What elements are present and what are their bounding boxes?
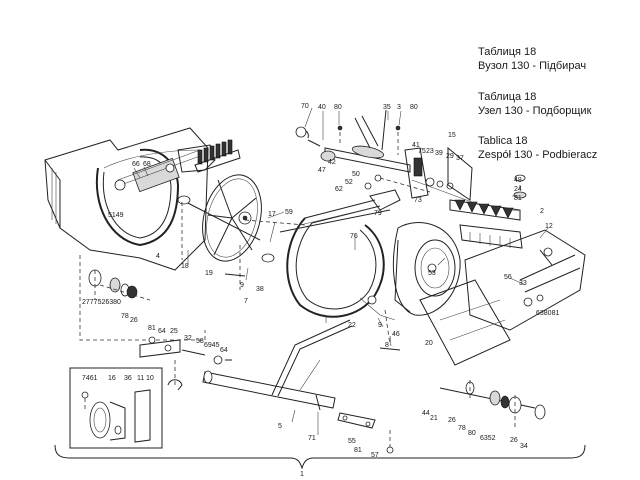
callout-9: 9 — [378, 322, 382, 329]
callout-64: 64 — [158, 328, 166, 335]
callout-40: 40 — [318, 104, 326, 111]
callout-44: 44 — [422, 410, 430, 417]
title-block-polish: Tablica 18 Zespół 130 - Podbieracz — [478, 134, 597, 162]
callout-8: 8 — [385, 342, 389, 349]
callout-68: 68 — [143, 161, 151, 168]
callout-48: 48 — [514, 177, 522, 184]
upper-shaft-parts — [295, 109, 481, 206]
callout-1: 1 — [300, 471, 304, 478]
callout-58: 58 — [196, 338, 204, 345]
callout-53: 53 — [428, 270, 436, 277]
callout-36: 36 — [124, 375, 132, 382]
disc-19 — [202, 174, 306, 290]
title-table-ua: Таблиця 18 — [478, 46, 537, 58]
callout-26: 26 — [130, 317, 138, 324]
callout-9: 9 — [240, 282, 244, 289]
title-assembly-ru: Узел 130 - Подборщик — [478, 105, 592, 117]
callout-34: 34 — [520, 443, 528, 450]
callout-18: 18 — [181, 263, 189, 270]
callout-5149: 5149 — [108, 212, 124, 219]
callout-47: 47 — [318, 167, 326, 174]
callout-46: 46 — [392, 331, 400, 338]
callout-75: 75 — [418, 148, 426, 155]
right-shaft-parts — [439, 380, 546, 430]
callout-10: 10 — [146, 375, 154, 382]
part-callouts: 40 80 35 3 80 70 42 47 50 52 62 41 75 23… — [82, 103, 559, 478]
callout-15: 15 — [448, 132, 456, 139]
callout-55: 55 — [348, 438, 356, 445]
callout-50: 50 — [352, 171, 360, 178]
callout-5: 5 — [278, 423, 282, 430]
callout-59: 59 — [285, 209, 293, 216]
callout-41: 41 — [412, 142, 420, 149]
callout-64: 64 — [220, 347, 228, 354]
callout-81: 81 — [148, 325, 156, 332]
left-shaft-parts — [79, 255, 232, 391]
callout-6352: 6352 — [480, 435, 496, 442]
callout-638081: 638081 — [536, 310, 559, 317]
callout-78: 78 — [458, 425, 466, 432]
callout-81: 81 — [514, 195, 522, 202]
title-block-ukrainian: Таблиця 18 Вузол 130 - Підбирач — [478, 45, 586, 73]
callout-7: 7 — [244, 298, 248, 305]
title-assembly-pl: Zespół 130 - Podbieracz — [478, 149, 598, 161]
side-frame-12 — [419, 174, 586, 366]
title-assembly-ua: Вузол 130 - Підбирач — [478, 60, 587, 72]
callout-6945: 6945 — [204, 342, 220, 349]
callout-26: 26 — [510, 437, 518, 444]
callout-33: 33 — [519, 280, 527, 287]
callout-80: 80 — [468, 430, 476, 437]
inset-detail-box — [69, 367, 163, 449]
callout-2777526380: 2777526380 — [82, 299, 121, 306]
callout-22: 22 — [348, 322, 356, 329]
tine-bar-2 — [449, 199, 523, 249]
leader-lines — [133, 107, 549, 435]
callout-80: 80 — [334, 104, 342, 111]
belt-guide-22 — [279, 189, 461, 351]
callout-73: 73 — [414, 197, 422, 204]
callout-39: 39 — [435, 150, 443, 157]
callout-37: 37 — [456, 155, 464, 162]
callout-7461: 7461 — [82, 375, 98, 382]
callout-81: 81 — [354, 447, 362, 454]
callout-11: 11 — [137, 375, 144, 382]
callout-17: 17 — [268, 211, 276, 218]
title-block-russian: Таблица 18 Узел 130 - Подборщик — [478, 90, 591, 118]
callout-52: 52 — [345, 179, 353, 186]
callout-32: 32 — [184, 335, 192, 342]
callout-25: 25 — [170, 328, 178, 335]
callout-62: 62 — [335, 186, 343, 193]
callout-24: 24 — [514, 186, 522, 193]
callout-12: 12 — [545, 223, 553, 230]
callout-3: 3 — [397, 104, 401, 111]
callout-42: 42 — [328, 159, 336, 166]
callout-16: 16 — [108, 375, 116, 382]
callout-80: 80 — [410, 104, 418, 111]
callout-76: 76 — [350, 233, 358, 240]
callout-66: 66 — [132, 161, 140, 168]
left-side-housing — [44, 127, 261, 271]
callout-38: 38 — [256, 286, 264, 293]
callout-4: 4 — [156, 253, 160, 260]
callout-2: 2 — [540, 208, 544, 215]
callout-29: 29 — [446, 153, 454, 160]
title-table-ru: Таблица 18 — [478, 91, 537, 103]
callout-23: 23 — [426, 148, 434, 155]
callout-20: 20 — [425, 340, 433, 347]
title-table-pl: Tablica 18 — [478, 135, 528, 147]
callout-57: 57 — [371, 452, 379, 459]
callout-19: 19 — [205, 270, 213, 277]
callout-71: 71 — [308, 435, 316, 442]
callout-78: 78 — [121, 313, 129, 320]
callout-70: 70 — [301, 103, 309, 110]
assembly-brace — [54, 444, 586, 470]
callout-21: 21 — [430, 415, 438, 422]
callout-35: 35 — [383, 104, 391, 111]
callout-26: 26 — [448, 417, 456, 424]
callout-79: 79 — [374, 210, 382, 217]
callout-56: 56 — [504, 274, 512, 281]
lower-linkage — [202, 319, 394, 454]
